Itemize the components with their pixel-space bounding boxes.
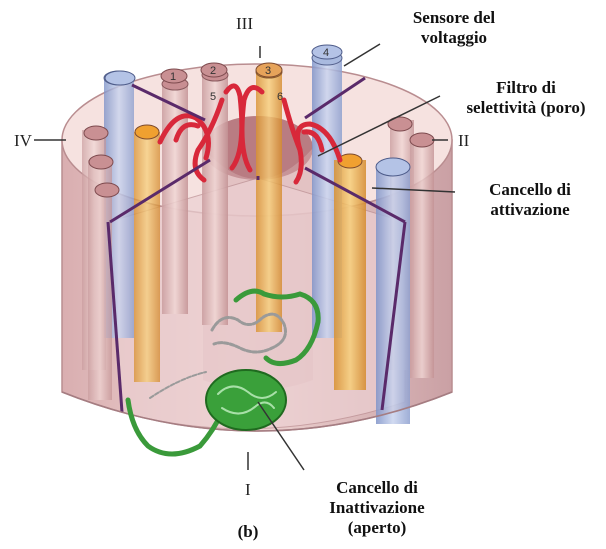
domain-label-iii: III: [236, 14, 253, 34]
label-selectivity-filter: Filtro di selettività (poro): [446, 78, 606, 118]
segment-number-2: 2: [210, 65, 216, 77]
label-inactivation-gate: Cancello di Inattivazione (aperto): [312, 478, 442, 538]
label-voltage-sensor: Sensore del voltaggio: [394, 8, 514, 48]
panel-label: (b): [226, 522, 270, 542]
segment-number-1: 1: [170, 71, 176, 83]
domain-label-iv: IV: [14, 131, 32, 151]
segment-number-5: 5: [210, 91, 216, 103]
domain-label-i: I: [245, 480, 251, 500]
segment-number-3: 3: [265, 65, 271, 77]
segment-number-4: 4: [323, 47, 329, 59]
domain-label-ii: II: [458, 131, 469, 151]
label-activation-gate: Cancello di attivazione: [470, 180, 590, 220]
